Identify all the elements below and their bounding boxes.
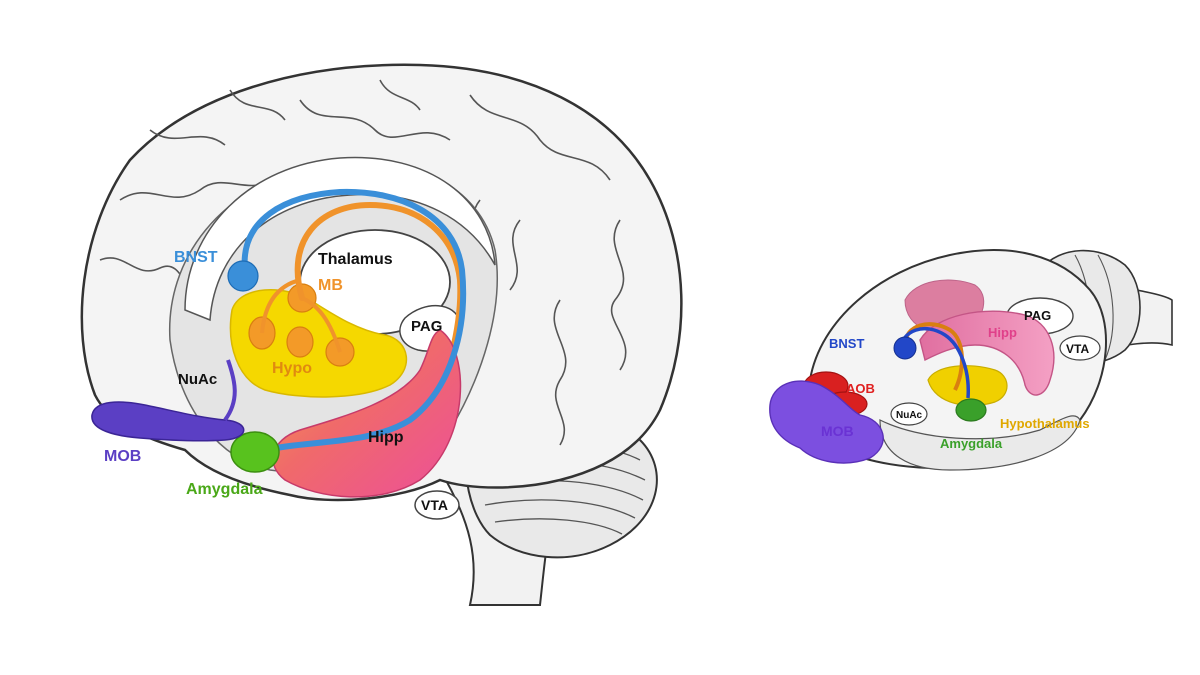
human-amygdala (230, 431, 280, 473)
rodent-ventral-region (879, 415, 1081, 471)
human-hippocampus (272, 329, 462, 498)
rodent-bnst (893, 336, 917, 360)
rodent-vta (1059, 335, 1101, 361)
human-corpus-callosum (184, 156, 496, 322)
rodent-nuac (890, 402, 928, 426)
label-rodent-pag: PAG (1024, 308, 1051, 323)
human-vta (414, 490, 460, 520)
label-human-nuac: NuAc (178, 371, 217, 388)
label-human-vta: VTA (421, 497, 448, 513)
label-human-thalamus: Thalamus (318, 251, 393, 268)
rodent-mob (769, 380, 884, 464)
rodent-brain (769, 249, 1173, 471)
human-mob (91, 401, 245, 442)
label-rodent-amygdala: Amygdala (940, 436, 1003, 451)
label-human-hypo: Hypo (272, 360, 312, 377)
label-rodent-hypothalamus: Hypothalamus (1000, 416, 1090, 431)
label-rodent-mob: MOB (821, 423, 854, 439)
label-human-hipp: Hipp (368, 429, 404, 446)
human-labels: BNST Thalamus MB PAG Hypo NuAc MOB Amygd… (104, 249, 448, 513)
label-rodent-vta: VTA (1066, 342, 1089, 356)
label-human-bnst: BNST (174, 249, 218, 266)
rodent-labels: PAG BNST Hipp VTA AOB NuAc MOB Hypothala… (821, 308, 1090, 451)
human-stria-terminalis (241, 188, 467, 453)
human-bnst (227, 260, 259, 292)
label-human-pag: PAG (411, 318, 442, 335)
label-human-mob: MOB (104, 448, 141, 465)
label-human-amygdala: Amygdala (186, 481, 263, 498)
label-rodent-aob: AOB (846, 381, 875, 396)
label-rodent-nuac: NuAc (896, 410, 923, 421)
label-human-mb: MB (318, 277, 343, 294)
label-rodent-bnst: BNST (829, 336, 864, 351)
label-rodent-hipp: Hipp (988, 325, 1017, 340)
rodent-amygdala (955, 398, 987, 422)
human-brain (80, 63, 683, 606)
